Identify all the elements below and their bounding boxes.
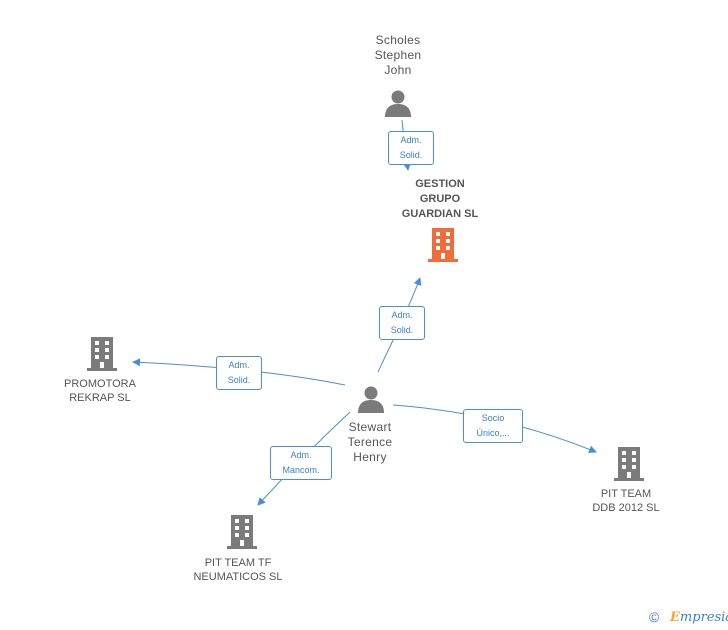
edge-label-stewart-gestion[interactable]: Adm. Solid. [379,306,425,340]
edge-label-stewart-promotora[interactable]: Adm. Solid. [216,356,262,390]
person-icon [385,90,411,117]
building-icon [227,515,257,549]
building-icon [614,447,644,481]
brand-rest: mpresia [679,610,728,625]
node-label-promotora[interactable]: PROMOTORA REKRAP SL [64,378,136,404]
edge-label-stewart-pitddb[interactable]: Socio Único,... [463,409,523,443]
brand-logo[interactable]: Empresia [670,610,728,625]
brand-initial: E [670,610,680,625]
person-icon [358,386,384,413]
node-label-pittf[interactable]: PIT TEAM TF NEUMATICOS SL [193,557,283,583]
building-icon [428,228,458,262]
building-icon [87,337,117,371]
edge-label-stewart-pittf[interactable]: Adm. Mancom. [270,446,332,480]
copyright-symbol: © [649,609,660,625]
node-label-gestion[interactable]: GESTION GRUPO GUARDIAN SL [401,178,479,220]
edge-label-scholes-gestion[interactable]: Adm. Solid. [388,131,434,165]
node-label-pitddb[interactable]: PIT TEAM DDB 2012 SL [592,488,660,514]
node-label-scholes[interactable]: Scholes Stephen John [374,33,422,77]
node-label-stewart[interactable]: Stewart Terence Henry [347,420,393,464]
